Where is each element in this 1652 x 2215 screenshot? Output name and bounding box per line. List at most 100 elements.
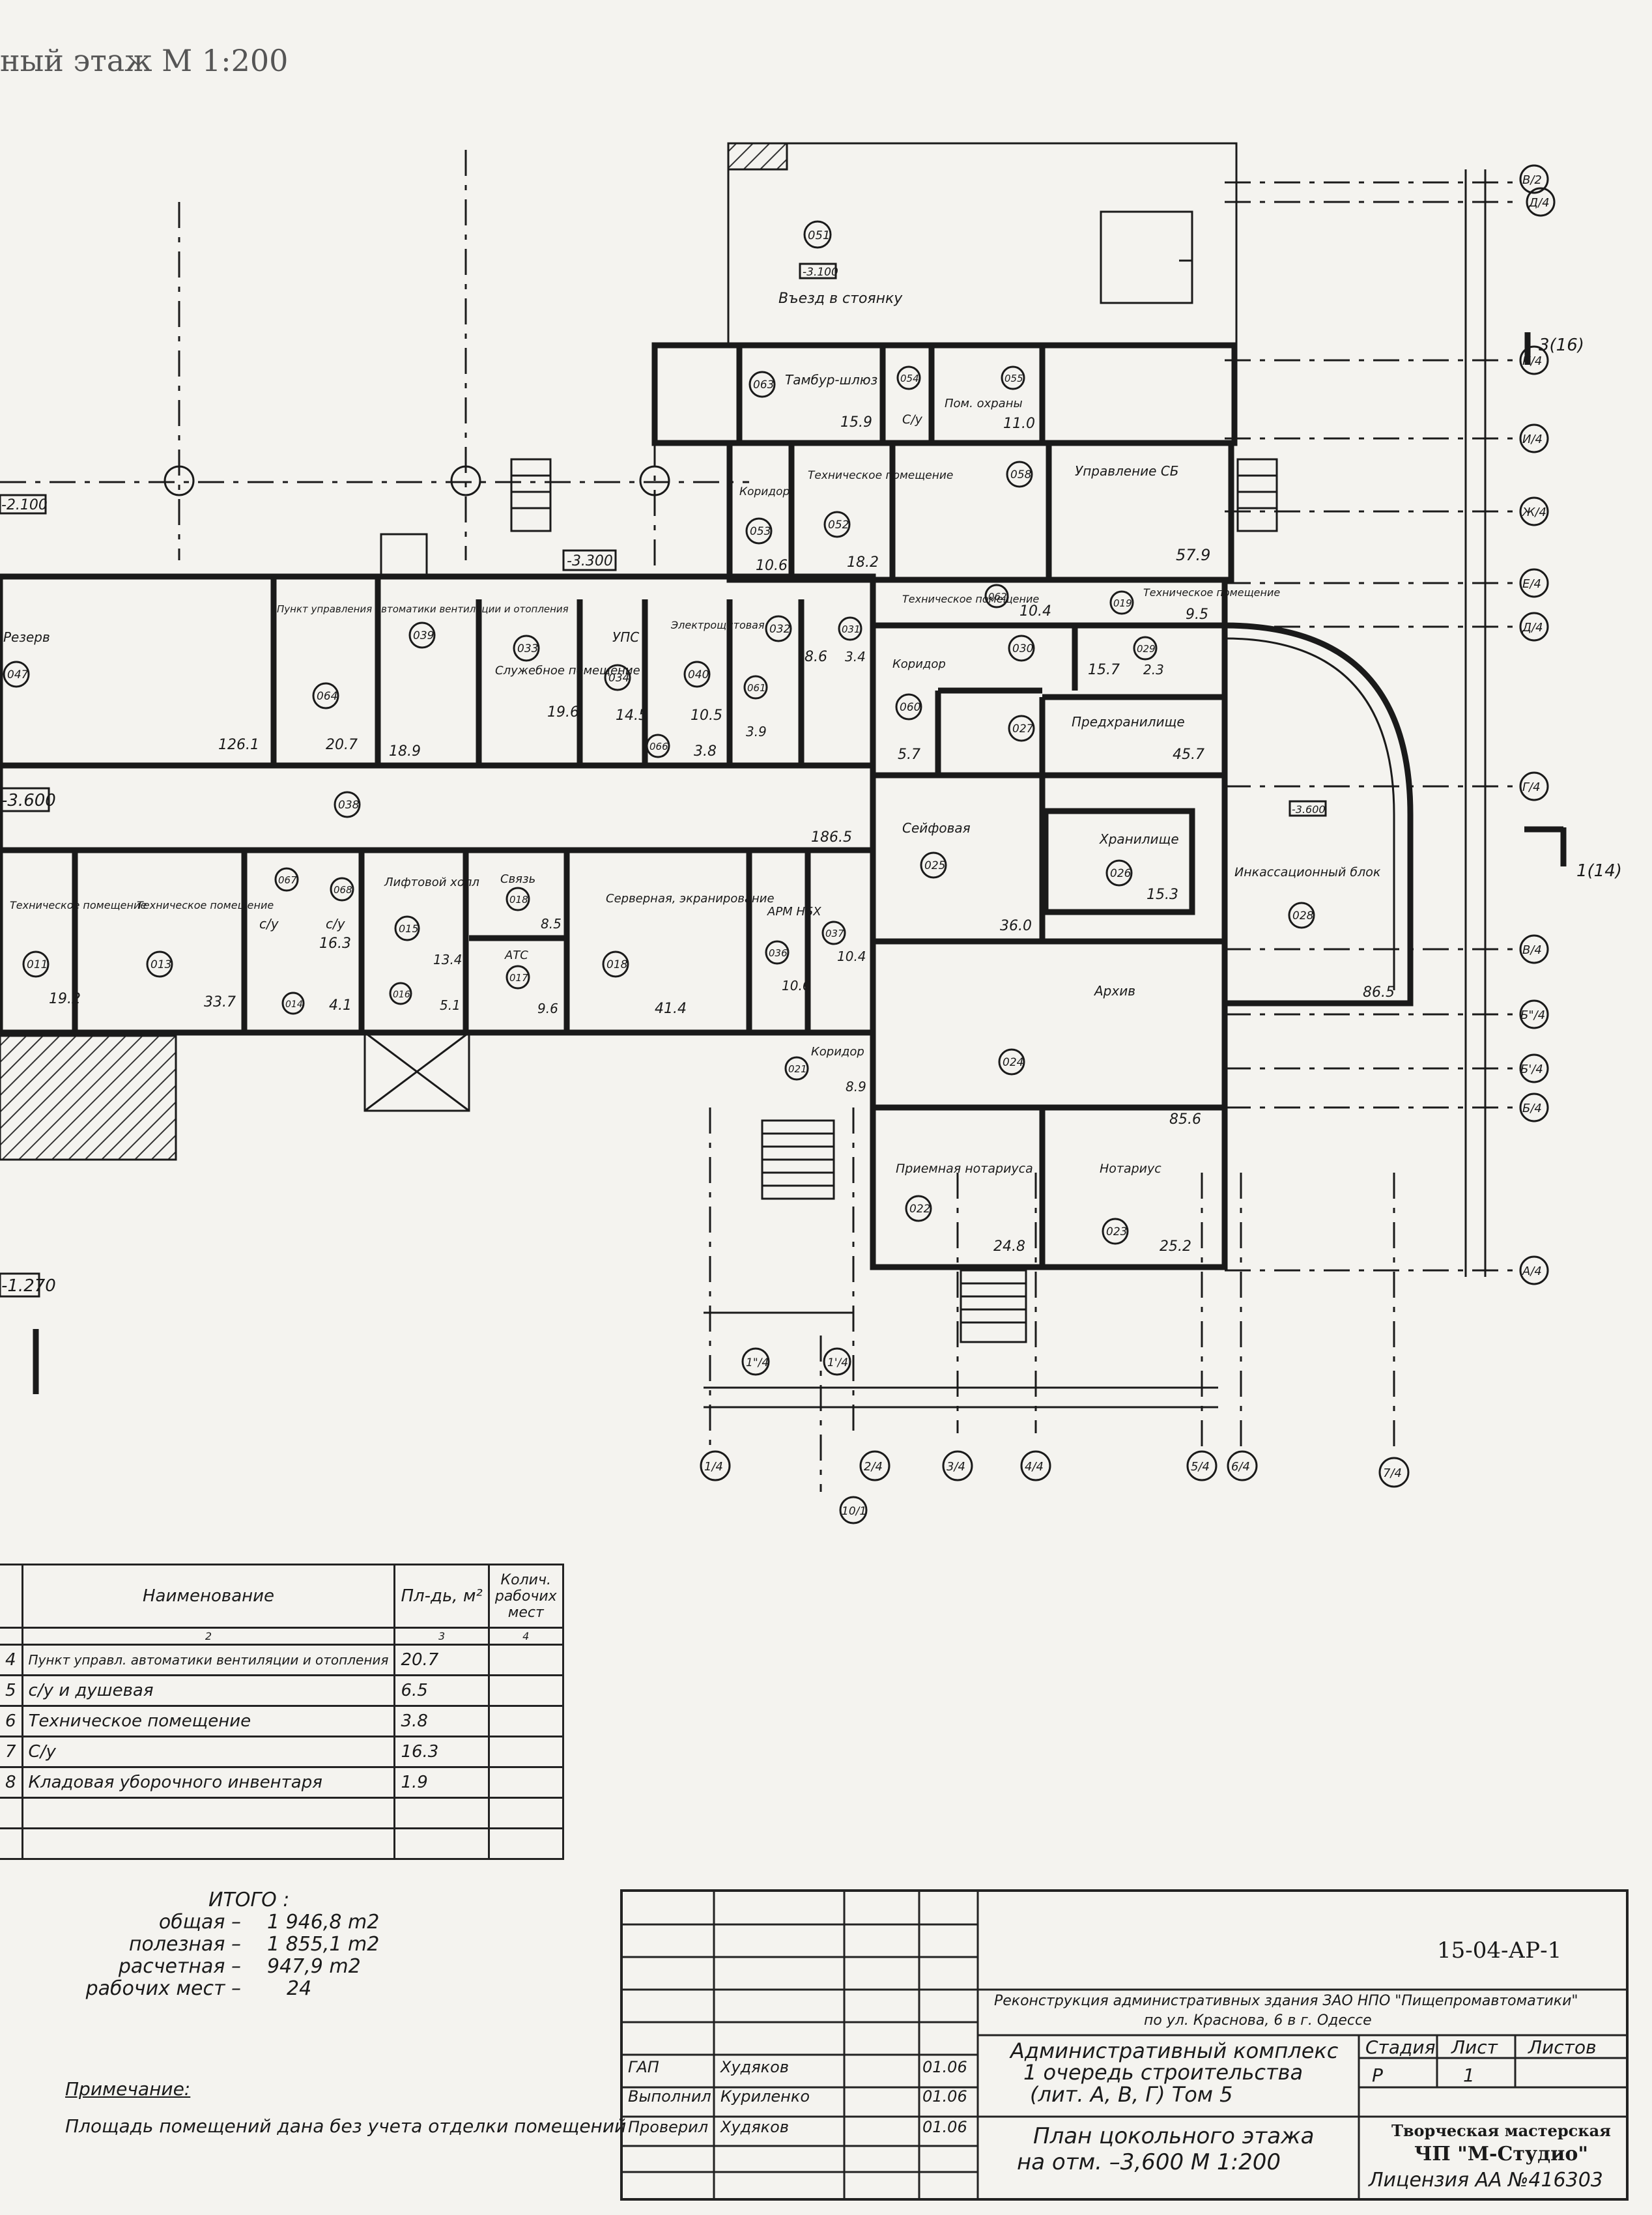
license: Лицензия АА №416303	[1369, 2169, 1603, 2192]
room-area: 85.6	[1169, 1111, 1201, 1128]
room-area: 57.9	[1176, 546, 1210, 564]
room-area: 41.4	[655, 1001, 687, 1017]
room-area: 19.6	[547, 704, 579, 721]
room-area: 5.7	[898, 747, 920, 763]
note-text: Площадь помещений дана без учета отделки…	[65, 2115, 627, 2137]
room-labels: 051 Въезд в стоянку 063 Тамбур-шлюз 15.9…	[3, 220, 1395, 1255]
room-id: 019	[1113, 597, 1132, 609]
axis-bubbles-bottom: 1/4 2/4 3/4 4/4 5/4 6/4 7/4 1"/4 1'/4 10…	[700, 1347, 1410, 1524]
level-mark: -3.600	[1292, 803, 1326, 816]
stairs	[510, 458, 1278, 1343]
room-name: Коридор	[892, 657, 946, 671]
plan-title: План цокольного этажа	[1033, 2123, 1315, 2149]
svg-text:3/4: 3/4	[947, 1460, 965, 1474]
plan-level: на отм. –3,600 М 1:200	[1017, 2149, 1281, 2175]
room-area: 13.4	[433, 952, 463, 967]
room-name: Коридор	[739, 485, 790, 498]
svg-text:И/4: И/4	[1522, 433, 1543, 446]
room-area: 10.6	[756, 558, 788, 574]
svg-text:Г/4: Г/4	[1522, 780, 1541, 794]
room-area: 24.8	[993, 1238, 1025, 1255]
svg-text:Б/4: Б/4	[1522, 1102, 1542, 1115]
room-area: 5.1	[440, 997, 461, 1013]
room-id: 039	[413, 629, 434, 642]
room-id: 040	[688, 668, 709, 681]
svg-text:4/4: 4/4	[1025, 1460, 1044, 1474]
room-id: 026	[1110, 867, 1132, 880]
room-id: 027	[1012, 722, 1034, 736]
legend-header-area: Пл-дь, м²	[393, 1564, 490, 1629]
room-id: 017	[509, 972, 528, 984]
room-id: 053	[750, 525, 771, 538]
room-name: Въезд в стоянку	[778, 291, 903, 307]
room-area: 15.7	[1088, 662, 1120, 678]
room-area: 18.9	[389, 743, 421, 760]
svg-text:В/4: В/4	[1522, 943, 1542, 957]
svg-text:7/4: 7/4	[1383, 1466, 1402, 1480]
project-title: Реконструкция административных здания ЗА…	[994, 1993, 1578, 2009]
room-area: 36.0	[1000, 918, 1032, 934]
room-name: С/у	[902, 412, 923, 427]
axis-lines	[0, 150, 1518, 1492]
room-area: 19.2	[49, 991, 81, 1007]
room-id: 022	[909, 1203, 930, 1216]
room-area: 10.5	[691, 707, 722, 724]
room-area: 9.5	[1186, 607, 1208, 623]
room-name: Техническое помещение	[808, 469, 953, 482]
construction-stage: 1 очередь строительства	[1023, 2060, 1303, 2085]
room-name: Техническое помещение	[137, 899, 274, 911]
room-name: с/у	[259, 916, 279, 932]
table-row: 6 Техническое помещение 3.8	[0, 1705, 564, 1737]
svg-text:Б'/4: Б'/4	[1520, 1063, 1543, 1076]
room-id: 028	[1292, 909, 1314, 922]
room-id: 067	[278, 874, 297, 886]
table-row: 8 Кладовая уборочного инвентаря 1.9	[0, 1766, 564, 1799]
room-name: Хранилище	[1099, 831, 1179, 847]
room-id: 030	[1012, 642, 1033, 655]
room-id: 052	[828, 519, 849, 532]
room-id: 037	[825, 928, 844, 939]
room-id: 023	[1106, 1225, 1127, 1238]
room-name: Серверная, экранирование	[606, 892, 775, 906]
room-area: 2.3	[1143, 662, 1164, 678]
room-name: Техническое помещение	[1143, 586, 1280, 599]
room-name: Резерв	[3, 629, 50, 645]
svg-text:Б"/4: Б"/4	[1520, 1008, 1545, 1022]
table-row	[0, 1797, 564, 1829]
room-area: 9.6	[537, 1001, 558, 1016]
floor-plan: -3.100 -3.300 -3.600 -2.100 -1.270 -3.60…	[0, 142, 1622, 1524]
room-name: Архив	[1093, 983, 1135, 999]
room-id: 055	[1004, 373, 1023, 384]
room-area: 33.7	[204, 994, 236, 1010]
room-name: АТС	[504, 949, 528, 962]
room-id: 013	[150, 958, 171, 971]
room-name: АРМ НБХ	[767, 905, 821, 919]
svg-text:Ж/4: Ж/4	[1522, 506, 1546, 519]
note-title: Примечание:	[65, 2078, 191, 2100]
room-area: 10.4	[1019, 603, 1051, 620]
room-area: 15.3	[1146, 887, 1178, 903]
room-id: 011	[27, 958, 48, 971]
room-id: 014	[285, 999, 303, 1010]
room-id: 033	[517, 642, 538, 655]
room-name: УПС	[612, 629, 639, 645]
level-mark: -1.270	[1, 1276, 56, 1296]
room-name: Сейфовая	[902, 820, 971, 836]
room-area: 3.4	[845, 649, 866, 664]
room-name: Нотариус	[1100, 1162, 1161, 1176]
room-area: 8.6	[805, 649, 827, 665]
svg-text:3(16): 3(16)	[1539, 336, 1584, 355]
room-area: 14.5	[616, 707, 648, 724]
axis-circles-top	[164, 465, 670, 496]
room-area: 10.6	[782, 978, 811, 993]
room-name: Приемная нотариуса	[896, 1162, 1033, 1176]
room-id: 060	[900, 701, 920, 714]
room-name: Служебное помещение	[495, 664, 640, 678]
room-name: с/у	[326, 916, 346, 932]
room-name: Пункт управления автоматики вентиляции и…	[277, 603, 569, 615]
room-id: 038	[338, 799, 360, 812]
complex-name: Административный комплекс	[1010, 2038, 1339, 2063]
room-area: 15.9	[840, 414, 872, 431]
svg-text:1/4: 1/4	[704, 1460, 723, 1474]
volume-info: (лит. А, В, Г) Том 5	[1030, 2082, 1233, 2107]
